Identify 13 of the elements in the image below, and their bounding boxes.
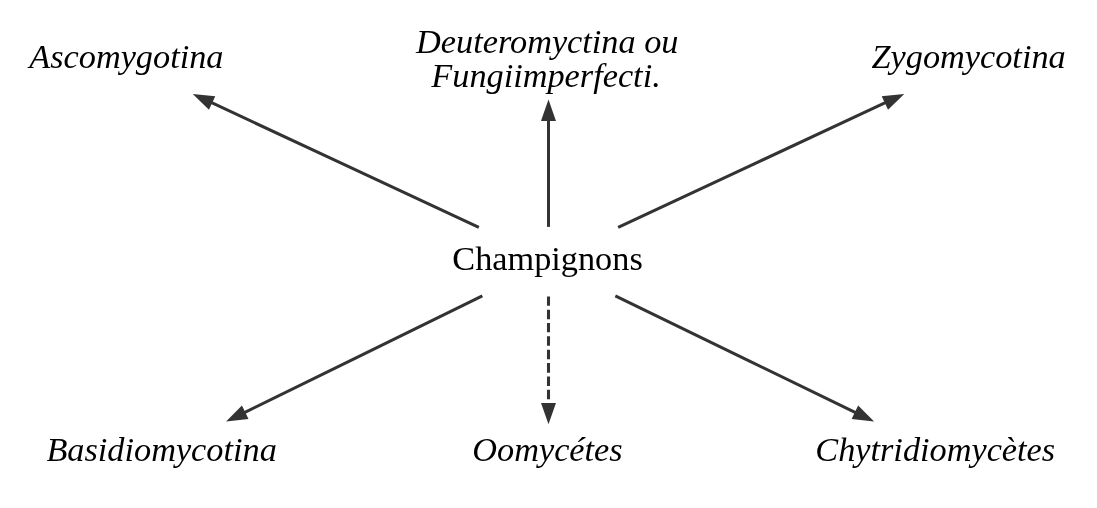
arrow bbox=[541, 296, 556, 425]
node-text: Oomycétes bbox=[472, 429, 623, 468]
arrow bbox=[226, 294, 483, 422]
node-text: Chytridiomycètes bbox=[815, 429, 1056, 468]
arrow bbox=[617, 93, 905, 229]
arrow bbox=[541, 99, 556, 227]
arrow bbox=[192, 93, 480, 229]
node-text: Champignons bbox=[452, 239, 643, 278]
node-text: Deuteromyctina ou Fungiimperfecti. bbox=[416, 21, 679, 95]
node-text: Zygomycotina bbox=[871, 37, 1066, 76]
arrow bbox=[614, 294, 875, 422]
node-text: Basidiomycotina bbox=[46, 429, 277, 468]
node-text: Ascomygotina bbox=[29, 37, 224, 76]
